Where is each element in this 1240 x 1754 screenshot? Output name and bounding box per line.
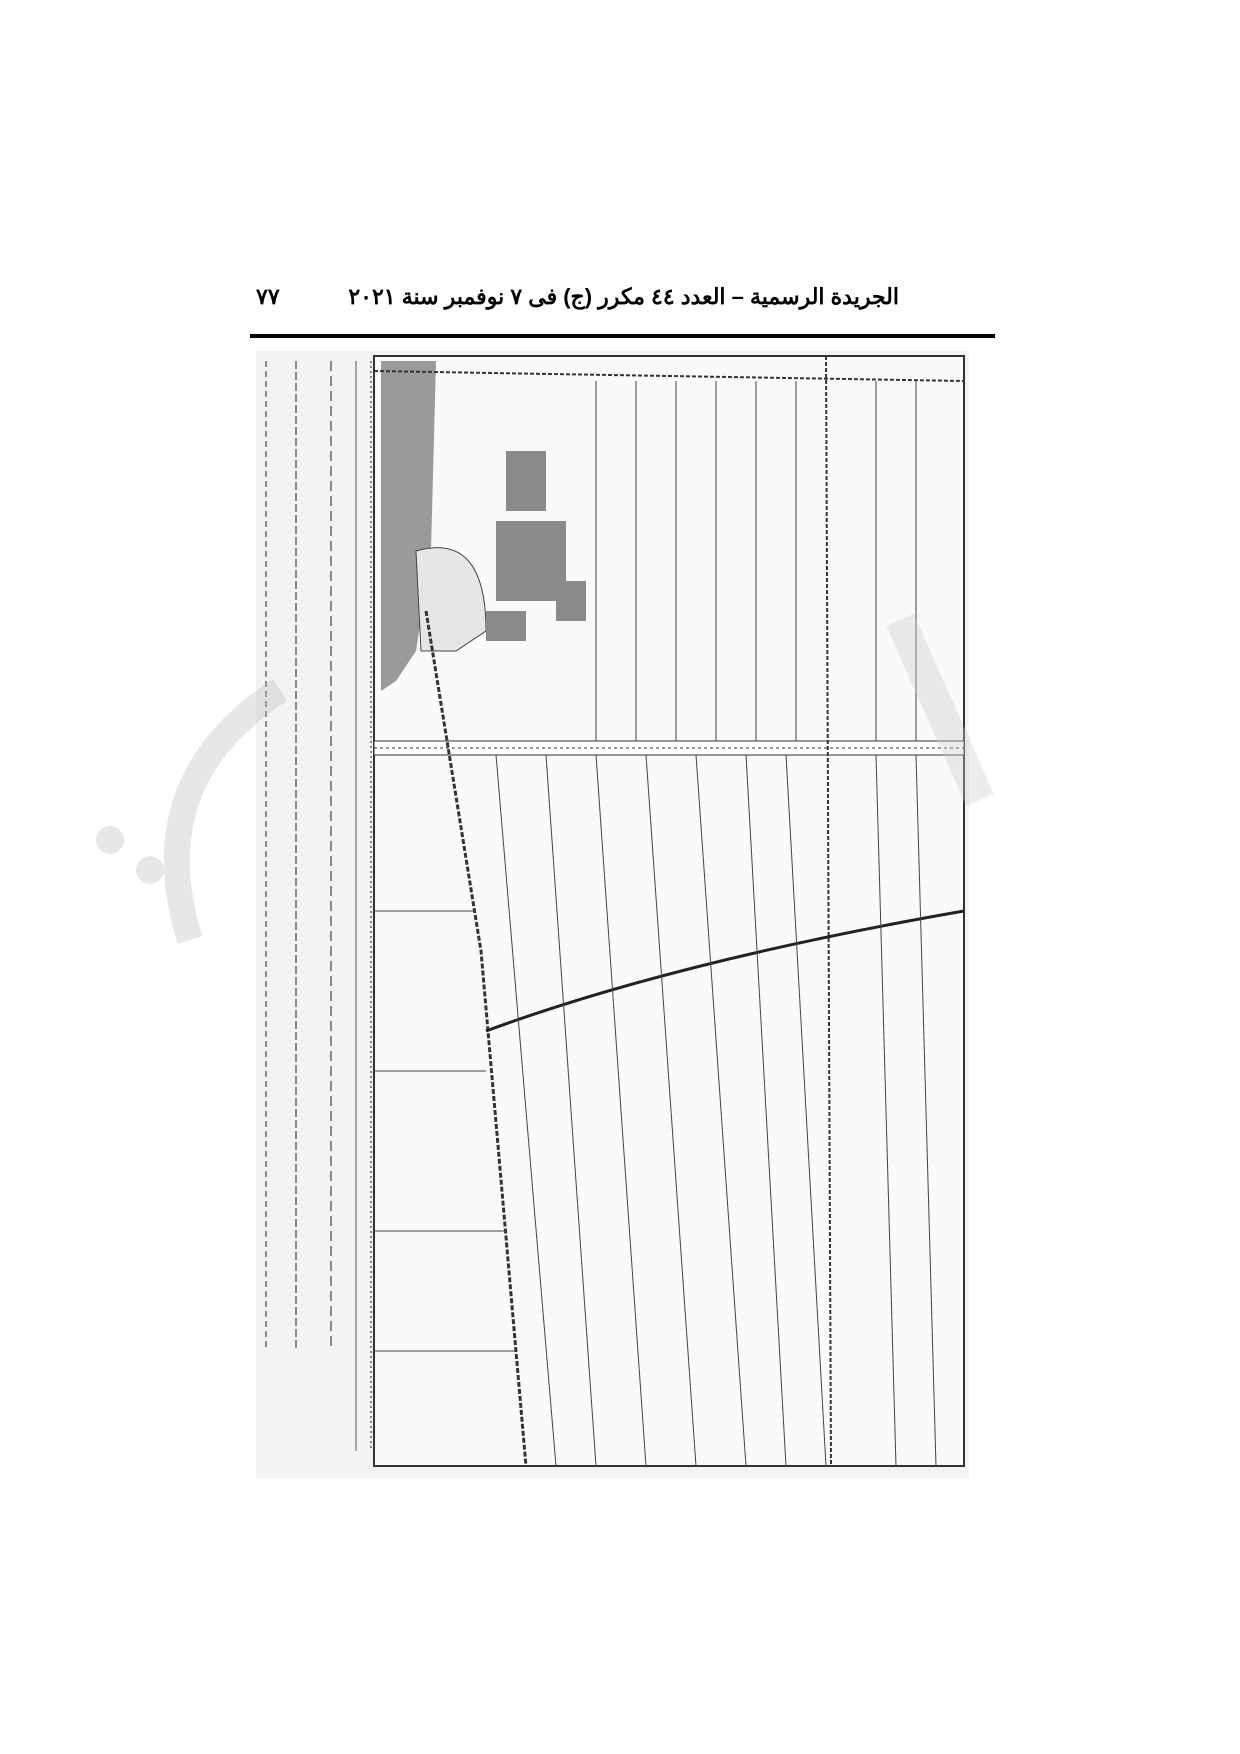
page-header: الجريدة الرسمية – العدد ٤٤ مكرر (ج) فى ٧… [250,280,995,320]
gazette-title: الجريدة الرسمية – العدد ٤٤ مكرر (ج) فى ٧… [348,284,899,309]
header-rule [250,334,995,338]
cadastral-map-image [256,351,969,1478]
map-drawing [256,351,969,1478]
page-number: ٧٧ [256,284,280,309]
